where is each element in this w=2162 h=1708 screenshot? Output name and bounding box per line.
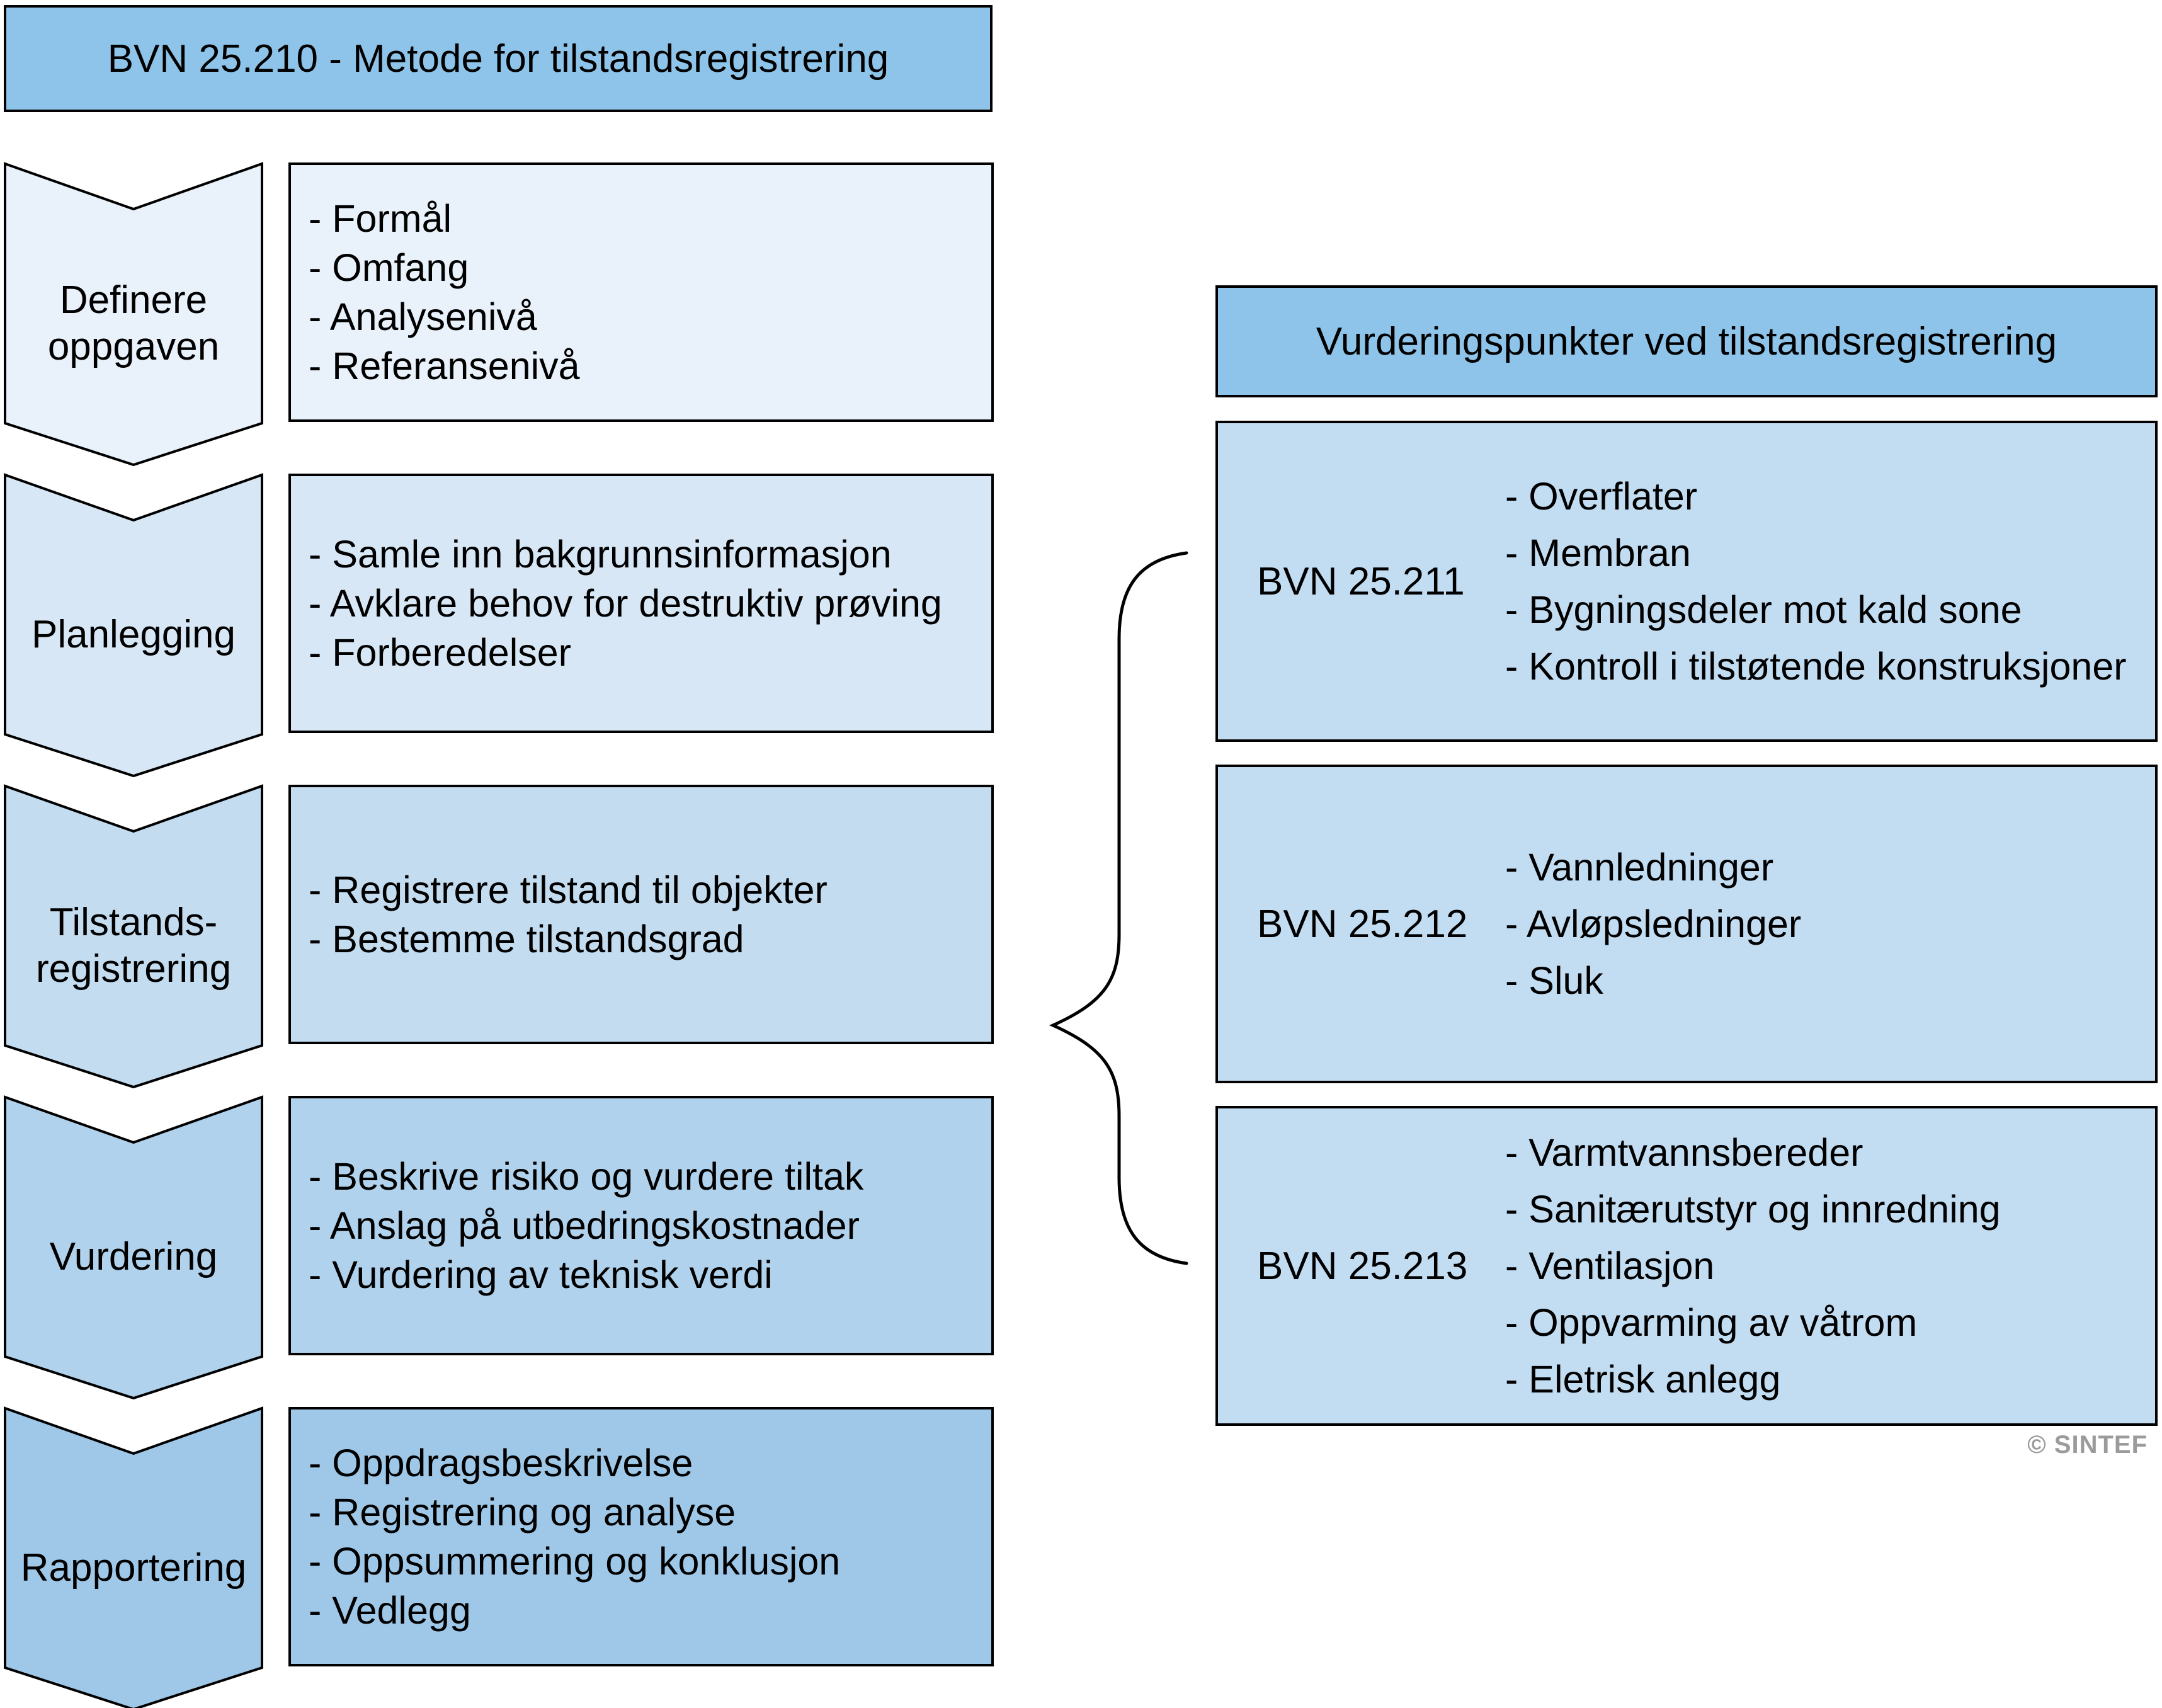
bvn-item: - Eletrisk anlegg [1505, 1358, 1781, 1401]
bvn-item-list: - Vannledninger - Avløpsledninger - Sluk [1505, 767, 2149, 1081]
bvn-item: - Bygningsdeler mot kald sone [1505, 588, 2022, 631]
chevron-label-line: Tilstands- [49, 900, 218, 944]
bvn-code: BVN 25.213 [1257, 1244, 1468, 1288]
bvn-item: - Avløpsledninger [1505, 902, 1802, 945]
step-item: - Beskrive risiko og vurdere tiltak [309, 1155, 864, 1198]
sintef-copyright: © SINTEF [2027, 1431, 2148, 1459]
bvn-box-25-212: BVN 25.212 - Vannledninger - Avløpsledni… [1215, 765, 2158, 1083]
chevron-shape [4, 473, 263, 778]
chevron-label-line: Vurdering [49, 1234, 218, 1278]
right-panel-header: Vurderingspunkter ved tilstandsregistrer… [1316, 319, 2057, 363]
chevron-label-line: Definere [59, 278, 208, 322]
chevron-planlegging [4, 473, 263, 778]
chevron-vurdering [4, 1095, 263, 1400]
chevron-shape [4, 784, 263, 1089]
chevron-shape [4, 1095, 263, 1400]
chevron-label-line: registrering [35, 947, 232, 991]
chevron-tilstandsregistrering [4, 784, 263, 1089]
bvn-item-list: - Varmtvannsbereder - Sanitærutstyr og i… [1505, 1108, 2149, 1423]
step-item: - Forberedelser [309, 631, 571, 674]
diagram-title-box: BVN 25.210 - Metode for tilstandsregistr… [4, 5, 993, 112]
chevron-label-tilstandsregistrering: Tilstands- registrering [4, 785, 263, 1088]
diagram-title: BVN 25.210 - Metode for tilstandsregistr… [107, 37, 889, 81]
bvn-item: - Varmtvannsbereder [1505, 1131, 1863, 1174]
chevron-label-line: Rapportering [20, 1546, 247, 1590]
bvn-item: - Kontroll i tilstøtende konstruksjoner [1505, 645, 2127, 688]
step-item: - Oppdragsbeskrivelse [309, 1442, 693, 1484]
bvn-item-list: - Overflater - Membran - Bygningsdeler m… [1505, 423, 2149, 739]
step-box-rapportering: - Oppdragsbeskrivelse - Registrering og … [288, 1407, 994, 1666]
step-item: - Avklare behov for destruktiv prøving [309, 582, 942, 625]
step-item: - Formål [309, 197, 452, 240]
bvn-code: BVN 25.211 [1257, 559, 1465, 603]
step-item: - Samle inn bakgrunnsinformasjon [309, 533, 892, 576]
step-box-tilstandsregistrering: - Registrere tilstand til objekter - Bes… [288, 785, 994, 1044]
right-panel-header-box: Vurderingspunkter ved tilstandsregistrer… [1215, 285, 2158, 397]
chevron-label-planlegging: Planlegging [4, 474, 263, 777]
step-item: - Oppsummering og konklusjon [309, 1540, 841, 1583]
bvn-item: - Oppvarming av våtrom [1505, 1301, 1918, 1344]
step-item: - Bestemme tilstandsgrad [309, 918, 744, 960]
chevron-label-vurdering: Vurdering [4, 1096, 263, 1399]
chevron-label-line: Planlegging [31, 612, 236, 656]
bvn-code: BVN 25.212 [1257, 902, 1468, 946]
step-box-vurdering: - Beskrive risiko og vurdere tiltak - An… [288, 1096, 994, 1355]
step-box-definere-oppgaven: - Formål - Omfang - Analysenivå - Refera… [288, 162, 994, 422]
bvn-box-25-213: BVN 25.213 - Varmtvannsbereder - Sanitær… [1215, 1106, 2158, 1426]
chevron-rapportering [4, 1406, 263, 1708]
bvn-item: - Membran [1505, 532, 1691, 574]
chevron-shape [4, 162, 263, 467]
bvn-item: - Ventilasjon [1505, 1244, 1715, 1287]
bvn-item: - Sanitærutstyr og innredning [1505, 1188, 2001, 1231]
bvn-item: - Vannledninger [1505, 846, 1774, 889]
brace-path [1049, 551, 1188, 1265]
step-item: - Omfang [309, 246, 469, 289]
bvn-item: - Sluk [1505, 959, 1603, 1002]
chevron-label-rapportering: Rapportering [4, 1407, 263, 1708]
chevron-label-line: oppgaven [47, 325, 220, 368]
chevron-definere-oppgaven [4, 162, 263, 467]
bvn-item: - Overflater [1505, 475, 1698, 518]
bvn-box-25-211: BVN 25.211 - Overflater - Membran - Bygn… [1215, 421, 2158, 742]
step-item: - Vedlegg [309, 1589, 471, 1632]
step-item: - Vurdering av teknisk verdi [309, 1253, 773, 1296]
step-item: - Referansenivå [309, 344, 580, 387]
step-item: - Registrere tilstand til objekter [309, 868, 828, 911]
step-item: - Registrering og analyse [309, 1491, 736, 1534]
chevron-label-definere-oppgaven: Definere oppgaven [4, 162, 263, 466]
step-item: - Anslag på utbedringskostnader [309, 1204, 860, 1247]
step-box-planlegging: - Samle inn bakgrunnsinformasjon - Avkla… [288, 474, 994, 733]
step-item: - Analysenivå [309, 295, 537, 338]
chevron-shape [4, 1406, 263, 1708]
